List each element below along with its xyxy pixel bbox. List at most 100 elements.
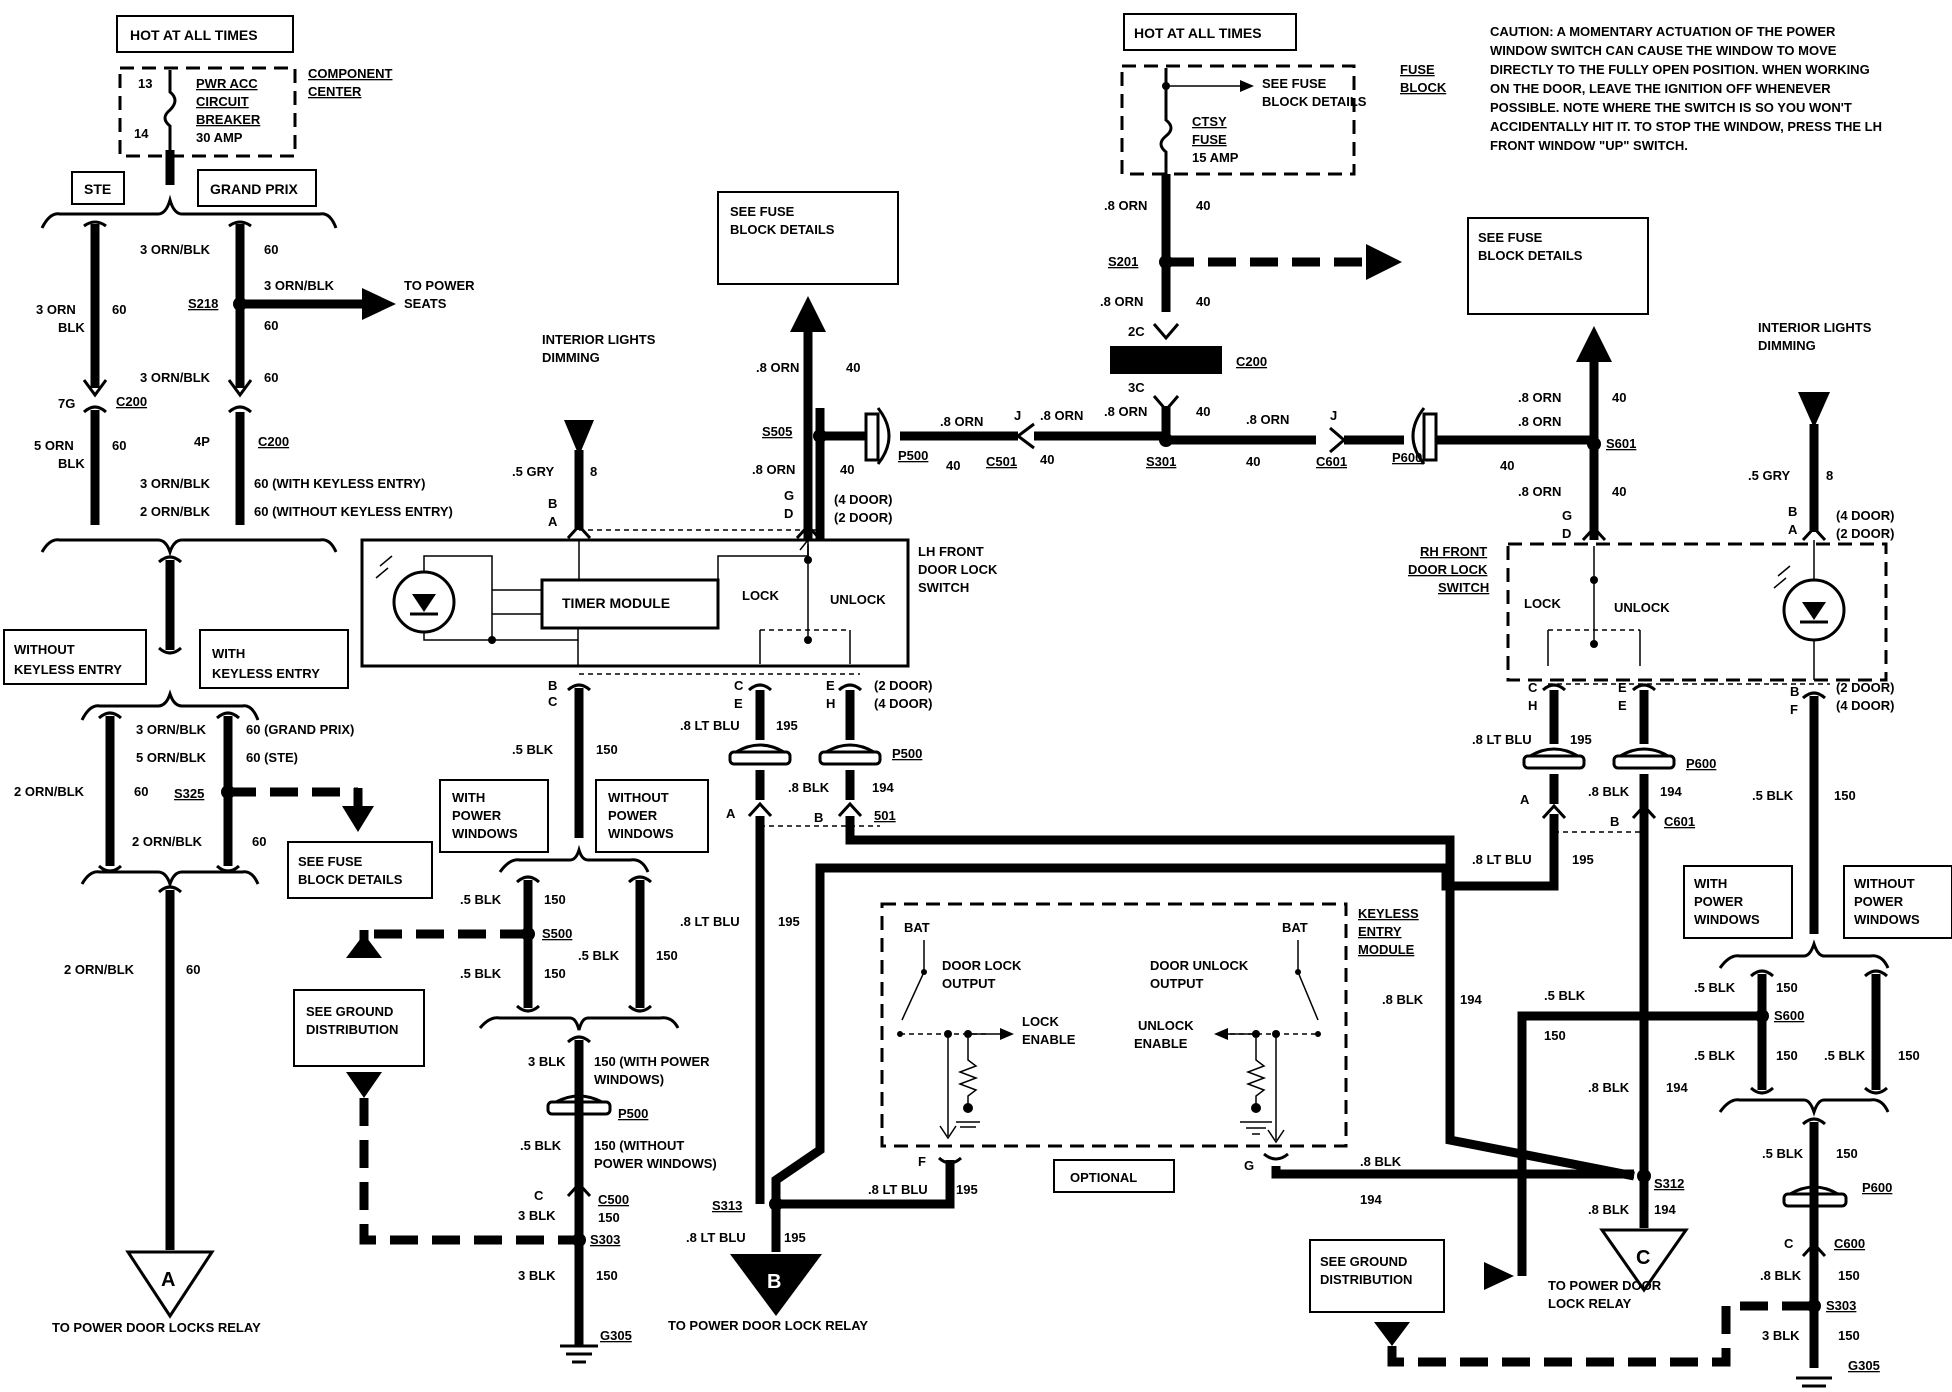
lh-2-door-label: (2 DOOR)	[834, 510, 893, 525]
conn-rh-with-pw-top	[1749, 969, 1775, 978]
splice-s313-label: S313	[712, 1198, 742, 1213]
conn-c200-gp-arrow	[227, 379, 253, 398]
conn-c200-center-top	[1152, 323, 1180, 341]
conn-60-bot	[215, 864, 241, 873]
connector-p500-lh-b-arc	[825, 743, 875, 754]
wire-label-150-i: 150	[1776, 1048, 1798, 1063]
component-center-label-2: CENTER	[308, 84, 362, 99]
splice-s600-label: S600	[1774, 1008, 1804, 1023]
wire-label-blk8-c: .8 BLK	[1382, 992, 1424, 1007]
rh-2-door-label-bot: (2 DOOR)	[1836, 680, 1895, 695]
see-fuse-2-arrow	[1366, 244, 1402, 280]
connector-p500-top	[864, 412, 880, 462]
wire-label-40-f: 40	[1196, 294, 1210, 309]
to-relay-c-label-1: TO POWER DOOR	[1548, 1278, 1662, 1293]
pin-3c-label: 3C	[1128, 380, 1145, 395]
wire-label-blk8-a: .8 BLK	[788, 780, 830, 795]
to-relay-b-label: TO POWER DOOR LOCK RELAY	[668, 1318, 868, 1333]
door-unlock-output-1: DOOR UNLOCK	[1150, 958, 1249, 973]
option-splice-top	[40, 194, 338, 229]
timer-module-label: TIMER MODULE	[562, 595, 670, 611]
ctsy-fuse-symbol	[1159, 68, 1173, 174]
with-pw-right-box	[1683, 865, 1793, 939]
conn-ltblu-rh-b	[1541, 803, 1567, 820]
lh-lock-label: LOCK	[742, 588, 779, 603]
wire-label-150-a: 150	[596, 742, 618, 757]
wire-label-60-ste: 60 (STE)	[246, 750, 298, 765]
connector-p600-top	[1422, 412, 1438, 462]
wire-label-blk5-g: .5 BLK	[1694, 980, 1736, 995]
wire-ltblu-to-keyless	[776, 1160, 955, 1209]
pin-7g-label: 7G	[58, 396, 75, 411]
rh-switch-label-3: SWITCH	[1438, 580, 1489, 595]
lh-switch-pivot	[804, 556, 812, 564]
breaker-label-2: CIRCUIT	[196, 94, 249, 109]
wire-label-blk3-b: 3 BLK	[518, 1208, 556, 1223]
pin-a-lh-top: A	[548, 514, 558, 529]
fuse-block-tap-arrow	[1240, 80, 1254, 92]
without-keyless-label-1: WITHOUT	[14, 642, 75, 657]
fuse-block-see-1: SEE FUSE	[1262, 76, 1327, 91]
lock-enable-arrow	[1000, 1028, 1014, 1040]
to-power-seats-label-2: SEATS	[404, 296, 447, 311]
pin-c-rh-lock: C	[1528, 680, 1538, 695]
see-fuse-1-label-2: BLOCK DETAILS	[730, 222, 835, 237]
breaker-label-3: BREAKER	[196, 112, 261, 127]
lock-enable-2: ENABLE	[1022, 1032, 1076, 1047]
wire-label-blk5-d: .5 BLK	[578, 948, 620, 963]
wire-label-194-e: 194	[1666, 1080, 1688, 1095]
door-lock-output-2: OUTPUT	[942, 976, 996, 991]
wire-label-8-left: 8	[590, 464, 597, 479]
to-relay-c-label-2: LOCK RELAY	[1548, 1296, 1632, 1311]
wire-label-blk5-k: .5 BLK	[1762, 1146, 1804, 1161]
wire-label-3orn-blk-e: 3 ORN/BLK	[136, 722, 207, 737]
connector-p600-top-arc	[1411, 407, 1426, 465]
wire-label-blk3-d: 3 BLK	[1762, 1328, 1800, 1343]
pw-select-left-top	[498, 844, 650, 873]
conn-with-pw-top	[515, 875, 541, 884]
see-ground-box-2	[1309, 1239, 1445, 1313]
wire-label-orn-j: .8 ORN	[1518, 390, 1561, 405]
wire-label-3orn-blk-d: 3 ORN/BLK	[140, 476, 211, 491]
splice-s303-label-a: S303	[590, 1232, 620, 1247]
splice-s218-label: S218	[188, 296, 218, 311]
wire-label-60-b: 60	[112, 302, 126, 317]
connector-c501-label: C501	[986, 454, 1017, 469]
pin-g-rh: G	[1562, 508, 1572, 523]
wire-label-blk: BLK	[58, 320, 85, 335]
lock-resistor-end	[963, 1103, 973, 1113]
conn-c200-ste-bot	[82, 405, 108, 414]
connector-p600-label-c: P600	[1862, 1180, 1892, 1195]
terminal-a-triangle	[125, 1250, 215, 1319]
circuit-breaker-symbol	[163, 70, 177, 154]
with-pw-right-1: WITH	[1694, 876, 1727, 891]
wire-label-ltblu-b: .8 LT BLU	[680, 914, 740, 929]
conn-2orn-bot	[97, 864, 123, 873]
rh-switch-label-1: RH FRONT	[1420, 544, 1487, 559]
ste-label: STE	[84, 181, 111, 197]
connector-p600-rh-a-arc	[1529, 747, 1579, 758]
fuse-block-label-1: FUSE	[1400, 62, 1435, 77]
terminal-c-label: C	[1636, 1247, 1650, 1269]
wire-label-orn-e: .8 ORN	[1104, 198, 1147, 213]
ctsy-fuse-label-3: 15 AMP	[1192, 150, 1239, 165]
wire-label-194-f: 194	[1654, 1202, 1676, 1217]
wire-label-orn-k: .8 ORN	[1518, 484, 1561, 499]
option-splice-lower	[80, 689, 260, 721]
splice-s505-label: S505	[762, 424, 792, 439]
door-unlock-output-2: OUTPUT	[1150, 976, 1204, 991]
wire-label-150-m: 150	[1838, 1268, 1860, 1283]
keyless-module-label-3: MODULE	[1358, 942, 1415, 957]
see-ground-2-label-2: DISTRIBUTION	[1320, 1272, 1412, 1287]
pin-g-lh: G	[784, 488, 794, 503]
wire-label-ltblu-a: .8 LT BLU	[680, 718, 740, 733]
wire-label-40-a: 40	[846, 360, 860, 375]
splice-s301-label: S301	[1146, 454, 1176, 469]
interior-lights-left-label-2: DIMMING	[542, 350, 600, 365]
connector-p600-rh-b-arc	[1619, 747, 1669, 758]
wire-label-2orn-blk-a: 2 ORN/BLK	[140, 504, 211, 519]
wire-label-60-without-keyless: 60 (WITHOUT KEYLESS ENTRY)	[254, 504, 453, 519]
optional-label: OPTIONAL	[1070, 1170, 1137, 1185]
terminal-b-triangle	[730, 1254, 822, 1316]
without-pw-right-1: WITHOUT	[1854, 876, 1915, 891]
